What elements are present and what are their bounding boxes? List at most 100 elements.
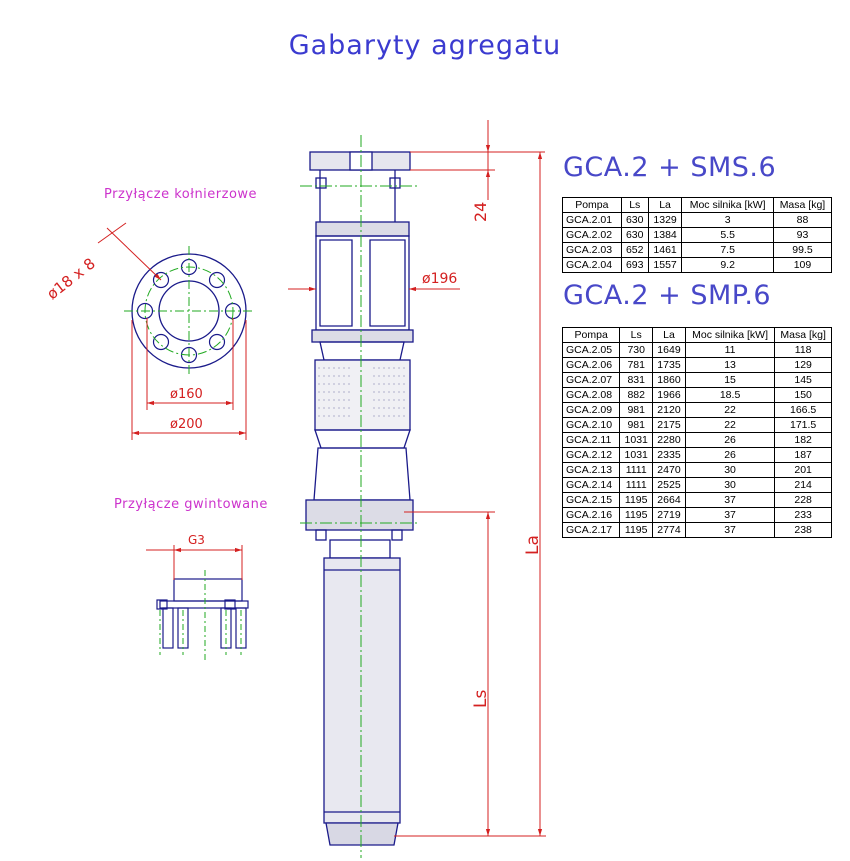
- table-cell: 3: [681, 212, 774, 228]
- table-cell: 1461: [647, 242, 683, 258]
- column-header: Moc silnika [kW]: [684, 327, 776, 343]
- table-cell: GCA.2.16: [561, 507, 621, 523]
- table-cell: 1195: [619, 522, 654, 538]
- table-cell: 233: [774, 507, 832, 523]
- table-cell: 22: [684, 417, 776, 433]
- dim-160: ø160: [170, 387, 203, 402]
- table-cell: GCA.2.07: [561, 372, 621, 388]
- table-cell: 171.5: [774, 417, 832, 433]
- column-header: Pompa: [561, 327, 621, 343]
- table-cell: 99.5: [772, 242, 833, 258]
- column-header: La: [652, 327, 686, 343]
- table-cell: 37: [684, 522, 776, 538]
- thread-centerlines: [159, 570, 242, 660]
- model-title-sms6: GCA.2 + SMS.6: [563, 152, 777, 183]
- table-cell: 2719: [652, 507, 686, 523]
- dim-holes: ø18 x 8: [43, 254, 98, 303]
- table-cell: 1384: [647, 227, 683, 243]
- pump-dimensions: [288, 120, 546, 837]
- table-cell: 1195: [619, 507, 654, 523]
- table-cell: 2280: [652, 432, 686, 448]
- table-cell: 1735: [652, 357, 686, 373]
- table-cell: 2525: [652, 477, 686, 493]
- table-cell: GCA.2.02: [562, 227, 622, 243]
- table-cell: 1031: [619, 447, 654, 463]
- table-cell: 150: [774, 387, 832, 403]
- table-cell: 30: [684, 462, 776, 478]
- table-cell: 2664: [652, 492, 686, 508]
- table-cell: 1329: [647, 212, 683, 228]
- column-header: La: [647, 197, 683, 213]
- table-cell: 652: [620, 242, 649, 258]
- table-cell: 15: [684, 372, 776, 388]
- table-cell: 2175: [652, 417, 686, 433]
- table-cell: GCA.2.03: [562, 242, 622, 258]
- table-cell: 781: [619, 357, 654, 373]
- table-cell: 9.2: [681, 257, 774, 273]
- table-cell: 37: [684, 492, 776, 508]
- thread-detail: [156, 578, 249, 649]
- table-cell: GCA.2.11: [561, 432, 621, 448]
- table-cell: 166.5: [774, 402, 832, 418]
- table-cell: 1557: [647, 257, 683, 273]
- table-cell: 1111: [619, 462, 654, 478]
- table-cell: 2335: [652, 447, 686, 463]
- table-cell: GCA.2.15: [561, 492, 621, 508]
- column-header: Masa [kg]: [772, 197, 833, 213]
- table-cell: 30: [684, 477, 776, 493]
- table-cell: 7.5: [681, 242, 774, 258]
- table-cell: 1111: [619, 477, 654, 493]
- table-cell: 18.5: [684, 387, 776, 403]
- table-cell: 13: [684, 357, 776, 373]
- table-cell: 129: [774, 357, 832, 373]
- table-cell: GCA.2.10: [561, 417, 621, 433]
- table-cell: 93: [772, 227, 833, 243]
- dim-200: ø200: [170, 417, 203, 432]
- table-cell: 26: [684, 447, 776, 463]
- table-cell: 11: [684, 342, 776, 358]
- table-cell: 187: [774, 447, 832, 463]
- table-cell: 118: [774, 342, 832, 358]
- flange-centerlines: [124, 246, 254, 376]
- table-cell: 182: [774, 432, 832, 448]
- table-cell: GCA.2.01: [562, 212, 622, 228]
- table-cell: 882: [619, 387, 654, 403]
- flange-bolt-holes: [136, 258, 242, 364]
- table-cell: GCA.2.13: [561, 462, 621, 478]
- table-cell: 238: [774, 522, 832, 538]
- column-header: Pompa: [562, 197, 622, 213]
- table-cell: 109: [772, 257, 833, 273]
- table-cell: 145: [774, 372, 832, 388]
- table-cell: 1031: [619, 432, 654, 448]
- table-cell: GCA.2.14: [561, 477, 621, 493]
- table-cell: GCA.2.09: [561, 402, 621, 418]
- thread-dimensions: [146, 545, 243, 580]
- table-cell: 1195: [619, 492, 654, 508]
- column-header: Moc silnika [kW]: [681, 197, 774, 213]
- table-cell: 26: [684, 432, 776, 448]
- table-cell: 693: [620, 257, 649, 273]
- table-cell: 981: [619, 402, 654, 418]
- flange-dimensions: [97, 222, 247, 440]
- table-cell: 201: [774, 462, 832, 478]
- table-cell: 630: [620, 212, 649, 228]
- table-cell: GCA.2.12: [561, 447, 621, 463]
- dim-g3: G3: [188, 533, 205, 547]
- column-header: Ls: [620, 197, 649, 213]
- table-cell: GCA.2.17: [561, 522, 621, 538]
